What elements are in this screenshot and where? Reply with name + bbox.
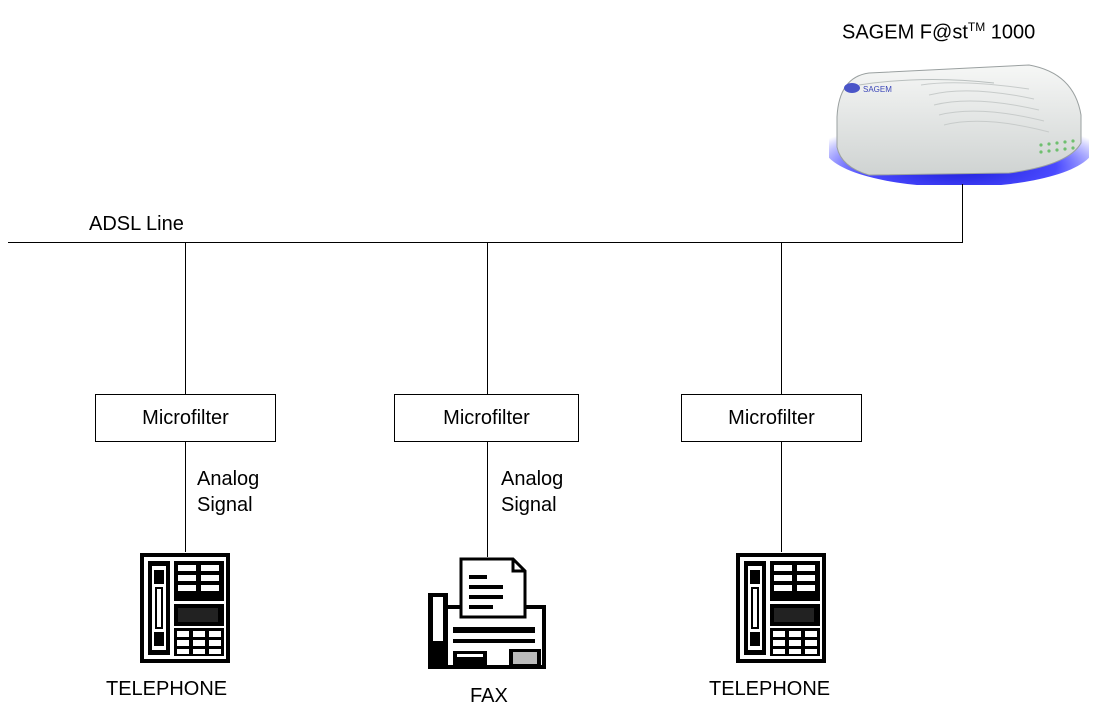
branch-line-2 [487, 242, 488, 394]
analog-line-2 [487, 442, 488, 557]
fax-icon [428, 557, 546, 669]
analog-signal-label-1: Analog Signal [197, 468, 260, 516]
adsl-line [8, 242, 963, 243]
telephone-icon [736, 553, 826, 663]
branch-line-3 [781, 242, 782, 394]
branch-line-1 [185, 242, 186, 394]
microfilter-box-3: Microfilter [681, 394, 862, 442]
modem-label: SAGEM F@stTM 1000 [842, 20, 1036, 44]
adsl-line-label: ADSL Line [89, 213, 184, 235]
analog-signal-label-2: Analog Signal [501, 468, 564, 516]
microfilter-box-1: Microfilter [95, 394, 276, 442]
device-label-3: TELEPHONE [709, 678, 831, 700]
modem-logo: SAGEM [863, 85, 892, 94]
telephone-icon [140, 553, 230, 663]
modem-connector-line [962, 184, 963, 242]
modem-image: SAGEM [829, 64, 1089, 185]
analog-line-1 [185, 442, 186, 552]
microfilter-box-2: Microfilter [394, 394, 579, 442]
trademark-mark: TM [967, 20, 986, 34]
device-label-2: FAX [470, 685, 508, 706]
analog-line-3 [781, 442, 782, 552]
device-label-1: TELEPHONE [106, 678, 228, 700]
